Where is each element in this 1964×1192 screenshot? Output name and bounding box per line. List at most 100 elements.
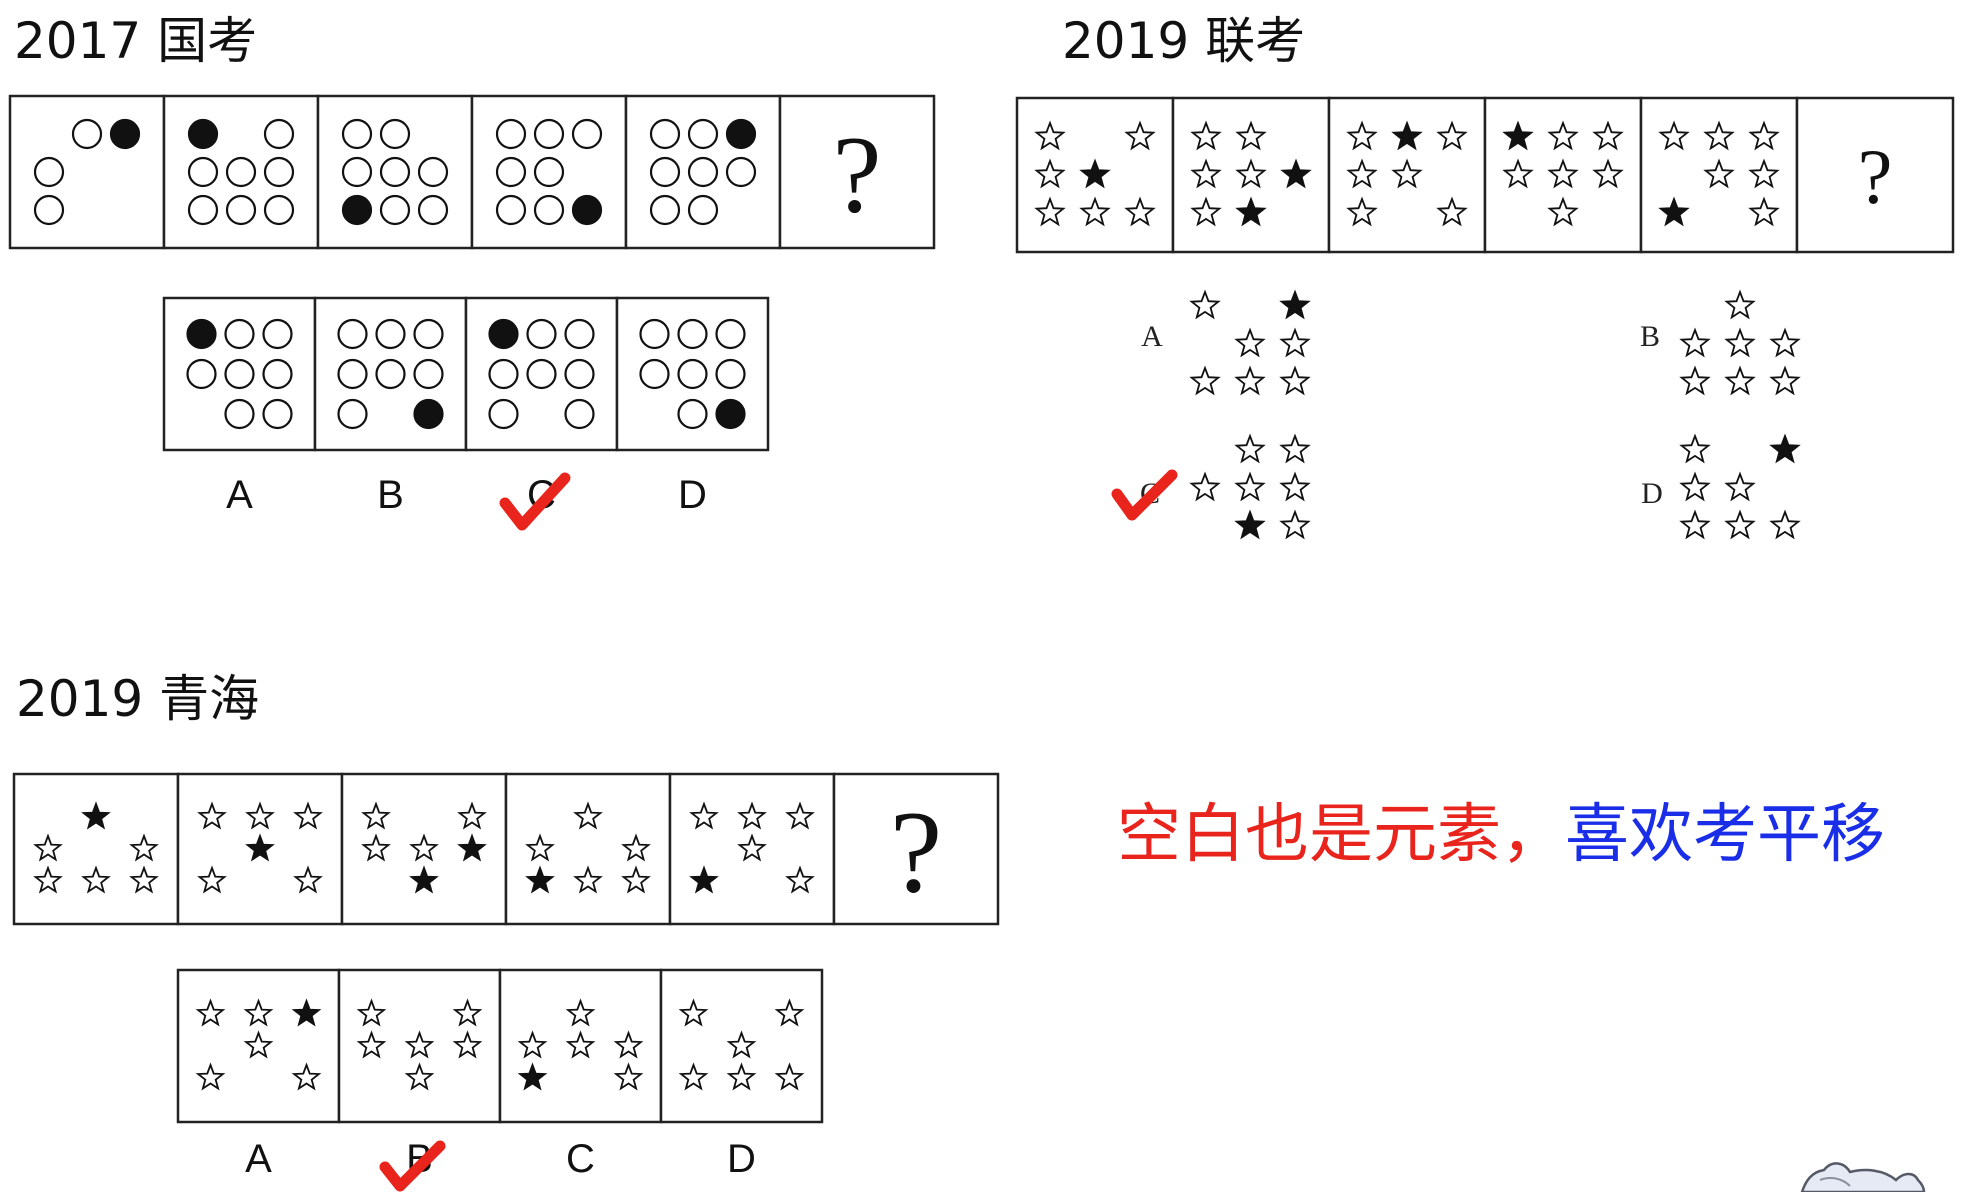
hollow-star-icon [1592, 158, 1624, 189]
filled-star-icon [1769, 433, 1801, 464]
hollow-star-icon [1279, 327, 1311, 358]
question-mark: ? [890, 786, 942, 917]
hollow-star-icon [356, 1030, 387, 1059]
hollow-circle-icon [263, 156, 295, 188]
hollow-circle-icon [225, 194, 257, 226]
hollow-star-icon [1724, 365, 1756, 396]
sequence-cell [8, 94, 166, 250]
hollow-star-icon [689, 801, 719, 830]
hollow-circle-icon [564, 398, 595, 430]
sequence-cell [624, 94, 782, 250]
option-label: C [566, 1137, 595, 1181]
filled-circle-icon [187, 118, 219, 150]
sequence-row: ? [1015, 96, 1955, 254]
hollow-circle-icon [341, 156, 373, 188]
hollow-star-icon [1748, 196, 1780, 227]
puzzle-title: 2019 联考 [1062, 12, 1305, 70]
hollow-circle-icon [488, 398, 519, 430]
hollow-star-icon [1346, 120, 1378, 151]
filled-star-icon [1502, 120, 1534, 151]
cell-frame [8, 94, 166, 250]
hollow-circle-icon [262, 398, 293, 430]
hollow-star-icon [129, 865, 159, 894]
hollow-star-icon [726, 1062, 757, 1091]
cell-frame [504, 772, 672, 926]
option-label: D [678, 473, 707, 517]
hollow-circle-icon [379, 194, 411, 226]
hollow-star-icon [33, 833, 63, 862]
option-label: D [1641, 477, 1663, 510]
hollow-star-icon [243, 1030, 274, 1059]
hollow-star-icon [1724, 509, 1756, 540]
filled-star-icon [1234, 509, 1266, 540]
hollow-star-icon [1679, 327, 1711, 358]
filled-star-icon [1391, 120, 1423, 151]
hollow-circle-icon [379, 118, 411, 150]
sequence-cell [464, 296, 619, 452]
hollow-circle-icon [33, 194, 65, 226]
hollow-star-icon [1724, 327, 1756, 358]
hollow-star-icon [1189, 471, 1221, 502]
filled-star-icon [1279, 289, 1311, 320]
question-cell: ? [1795, 96, 1955, 254]
hollow-star-icon [1679, 433, 1711, 464]
hollow-star-icon [613, 1062, 644, 1091]
sequence-row: ? [12, 772, 1000, 926]
check-mark-icon [379, 1140, 446, 1192]
hollow-star-icon [1547, 196, 1579, 227]
hollow-circle-icon [187, 156, 219, 188]
hollow-star-icon [409, 833, 439, 862]
hollow-circle-icon [639, 358, 670, 390]
sequence-cell [659, 968, 824, 1124]
hollow-star-icon [291, 1062, 322, 1091]
hollow-circle-icon [495, 118, 527, 150]
cell-frame [832, 772, 1000, 926]
hollow-circle-icon [417, 156, 449, 188]
question-mark: ? [833, 114, 882, 236]
hollow-star-icon [1190, 196, 1222, 227]
sequence-cell [1483, 96, 1643, 254]
filled-circle-icon [725, 118, 757, 150]
hollow-star-icon [129, 833, 159, 862]
option-c: C [1140, 433, 1311, 540]
sequence-cell [313, 296, 468, 452]
hollow-star-icon [621, 833, 651, 862]
filled-circle-icon [413, 398, 444, 430]
hollow-star-icon [81, 865, 111, 894]
hollow-circle-icon [417, 194, 449, 226]
hollow-star-icon [1769, 327, 1801, 358]
hollow-circle-icon [225, 156, 257, 188]
hollow-star-icon [1235, 158, 1267, 189]
sequence-cell [1015, 96, 1175, 254]
hollow-star-icon [737, 801, 767, 830]
hollow-star-icon [1769, 509, 1801, 540]
hollow-star-icon [774, 1062, 805, 1091]
hollow-star-icon [293, 801, 323, 830]
sequence-cell [668, 772, 836, 926]
filled-circle-icon [571, 194, 603, 226]
hollow-star-icon [565, 1030, 596, 1059]
option-a: A [1141, 289, 1311, 396]
option-label: A [1141, 320, 1163, 353]
question-cell: ? [778, 94, 936, 250]
hollow-circle-icon [33, 156, 65, 188]
puzzle-title: 2017 国考 [14, 12, 257, 70]
question-cell: ? [832, 772, 1000, 926]
hollow-star-icon [1235, 120, 1267, 151]
filled-star-icon [525, 865, 555, 894]
hollow-star-icon [1769, 365, 1801, 396]
hollow-circle-icon [488, 358, 519, 390]
hollow-star-icon [1124, 120, 1156, 151]
hollow-star-icon [361, 801, 391, 830]
filled-star-icon [517, 1062, 548, 1091]
hollow-circle-icon [224, 398, 255, 430]
hollow-star-icon [1034, 196, 1066, 227]
hollow-circle-icon [687, 156, 719, 188]
options-row [162, 296, 770, 452]
option-label: B [377, 473, 404, 517]
hollow-star-icon [1679, 471, 1711, 502]
